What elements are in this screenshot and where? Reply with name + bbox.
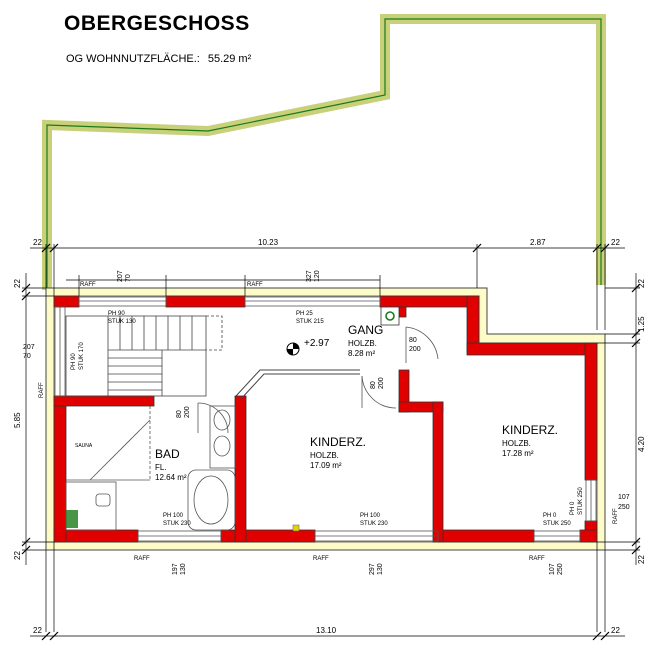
window-dimensions: 207 70 327 120 207 70 197 130 297 130 10… [23,270,630,575]
door-dim: 80 [409,337,417,344]
raff-note: RAFF [134,556,150,562]
room-kinderz-1-area: 17.09 m² [310,461,342,470]
outer-insulation [45,287,606,551]
window-note-ph: PH 0 [543,513,557,519]
window-note-ph: PH 90 [108,311,125,317]
raff-note: RAFF [529,556,545,562]
door-dim: 200 [409,346,421,353]
plan-title: OBERGESCHOSS [64,12,250,35]
terrace [42,14,606,290]
window-note-stuk: STUK 230 [163,521,191,527]
dim-left-bottom: 22 [13,551,22,560]
window-dim: 327 [306,270,313,282]
dim-top-main: 10.23 [258,238,279,247]
dim-right-bottom: 22 [637,555,646,564]
door-dim: 80 [370,381,377,389]
room-kinderz-2-floor: HOLZB. [502,439,531,448]
dimension-ticks [21,243,641,641]
dim-bottom-main: 13.10 [316,626,337,635]
window-dim: 107 [618,494,630,501]
door-dim: 80 [176,410,183,418]
room-kinderz-2: KINDERZ. HOLZB. 17.28 m² [502,423,558,458]
bathtub-icon [187,469,236,531]
level-marker-icon [286,342,300,356]
window-note-stuk: STUK 230 [360,521,388,527]
dim-left-top: 22 [13,279,22,288]
room-gang-area: 8.28 m² [348,349,375,358]
dimension-lines [22,244,640,637]
sauna-label: SAUNA [75,443,93,449]
room-gang-name: GANG [348,323,383,337]
dim-bottom-right: 22 [611,626,620,635]
room-kinderz-1: KINDERZ. HOLZB. 17.09 m² [310,435,366,470]
window-note-ph: PH 90 [71,353,77,370]
dim-top-edge: 22 [611,238,620,247]
door-dim: 200 [378,377,385,389]
room-gang: GANG HOLZB. 8.28 m² [348,323,383,358]
living-area-summary: OG WOHNNUTZFLÄCHE.: 55.29 m² [66,53,251,65]
toilet-icon [95,493,111,507]
window-note-stuk: STUK 170 [79,342,85,370]
walls [53,295,598,543]
dim-left-main: 5.85 [13,412,22,428]
washbasin-icon [213,409,231,431]
dim-right-main: 4.20 [637,436,646,452]
dim-right-step: 1.25 [637,316,646,332]
room-gang-floor: HOLZB. [348,339,377,348]
door-dim: 200 [184,406,191,418]
window-note-stuk: STUK 215 [296,319,324,325]
bathroom-fixtures [65,405,236,531]
window-dim: 297 [369,563,376,575]
raff-note: RAFF [613,508,619,524]
room-bad-floor: FL. [155,463,167,472]
raff-note: RAFF [80,282,96,288]
window-note-ph: PH 100 [360,513,381,519]
room-kinderz-2-area: 17.28 m² [502,449,534,458]
chimney [66,306,400,532]
window-dim: 130 [180,563,187,575]
dim-top-right: 2.87 [530,238,546,247]
window-dim: 70 [23,353,31,360]
raff-note: RAFF [313,556,329,562]
sauna-bench [65,481,117,531]
dim-right-top: 22 [637,279,646,288]
window-note-stuk: STUK 250 [543,521,571,527]
window-note-stuk: STUK 250 [578,487,584,515]
level-marker-value: +2.97 [304,338,330,349]
window-dim: 70 [125,274,132,282]
dim-top-left: 22 [33,238,42,247]
doors [197,326,439,434]
window-dim: 250 [618,504,630,511]
window-dim: 130 [377,563,384,575]
window-note-ph: PH 0 [570,501,576,515]
room-bad-name: BAD [155,447,180,461]
room-bad: BAD FL. 12.64 m² [155,447,187,482]
windows [54,296,597,542]
window-note-stuk: STUK 130 [108,319,136,325]
room-kinderz-1-name: KINDERZ. [310,435,366,449]
room-kinderz-1-floor: HOLZB. [310,451,339,460]
window-dim: 107 [549,563,556,575]
living-area-label: OG WOHNNUTZFLÄCHE.: [66,53,200,65]
window-note-ph: PH 100 [163,513,184,519]
window-dim: 250 [557,563,564,575]
room-kinderz-2-name: KINDERZ. [502,423,558,437]
room-bad-area: 12.64 m² [155,473,187,482]
window-dim: 207 [117,270,124,282]
window-notes: RAFF RAFF PH 90 STUK 130 PH 25 STUK 215 … [39,282,619,562]
gang-partition [235,369,360,401]
window-dim: 207 [23,344,35,351]
dim-bottom-left: 22 [33,626,42,635]
staircase [65,315,223,397]
window-note-ph: PH 25 [296,311,313,317]
dimension-labels: 22 10.23 2.87 22 22 13.10 22 22 5.85 22 … [13,238,646,635]
raff-note: RAFF [247,282,263,288]
washbasin-icon-2 [213,435,231,457]
window-dim: 197 [172,563,179,575]
window-dim: 120 [314,270,321,282]
raff-note: RAFF [39,382,45,398]
living-area-value: 55.29 m² [207,53,252,65]
